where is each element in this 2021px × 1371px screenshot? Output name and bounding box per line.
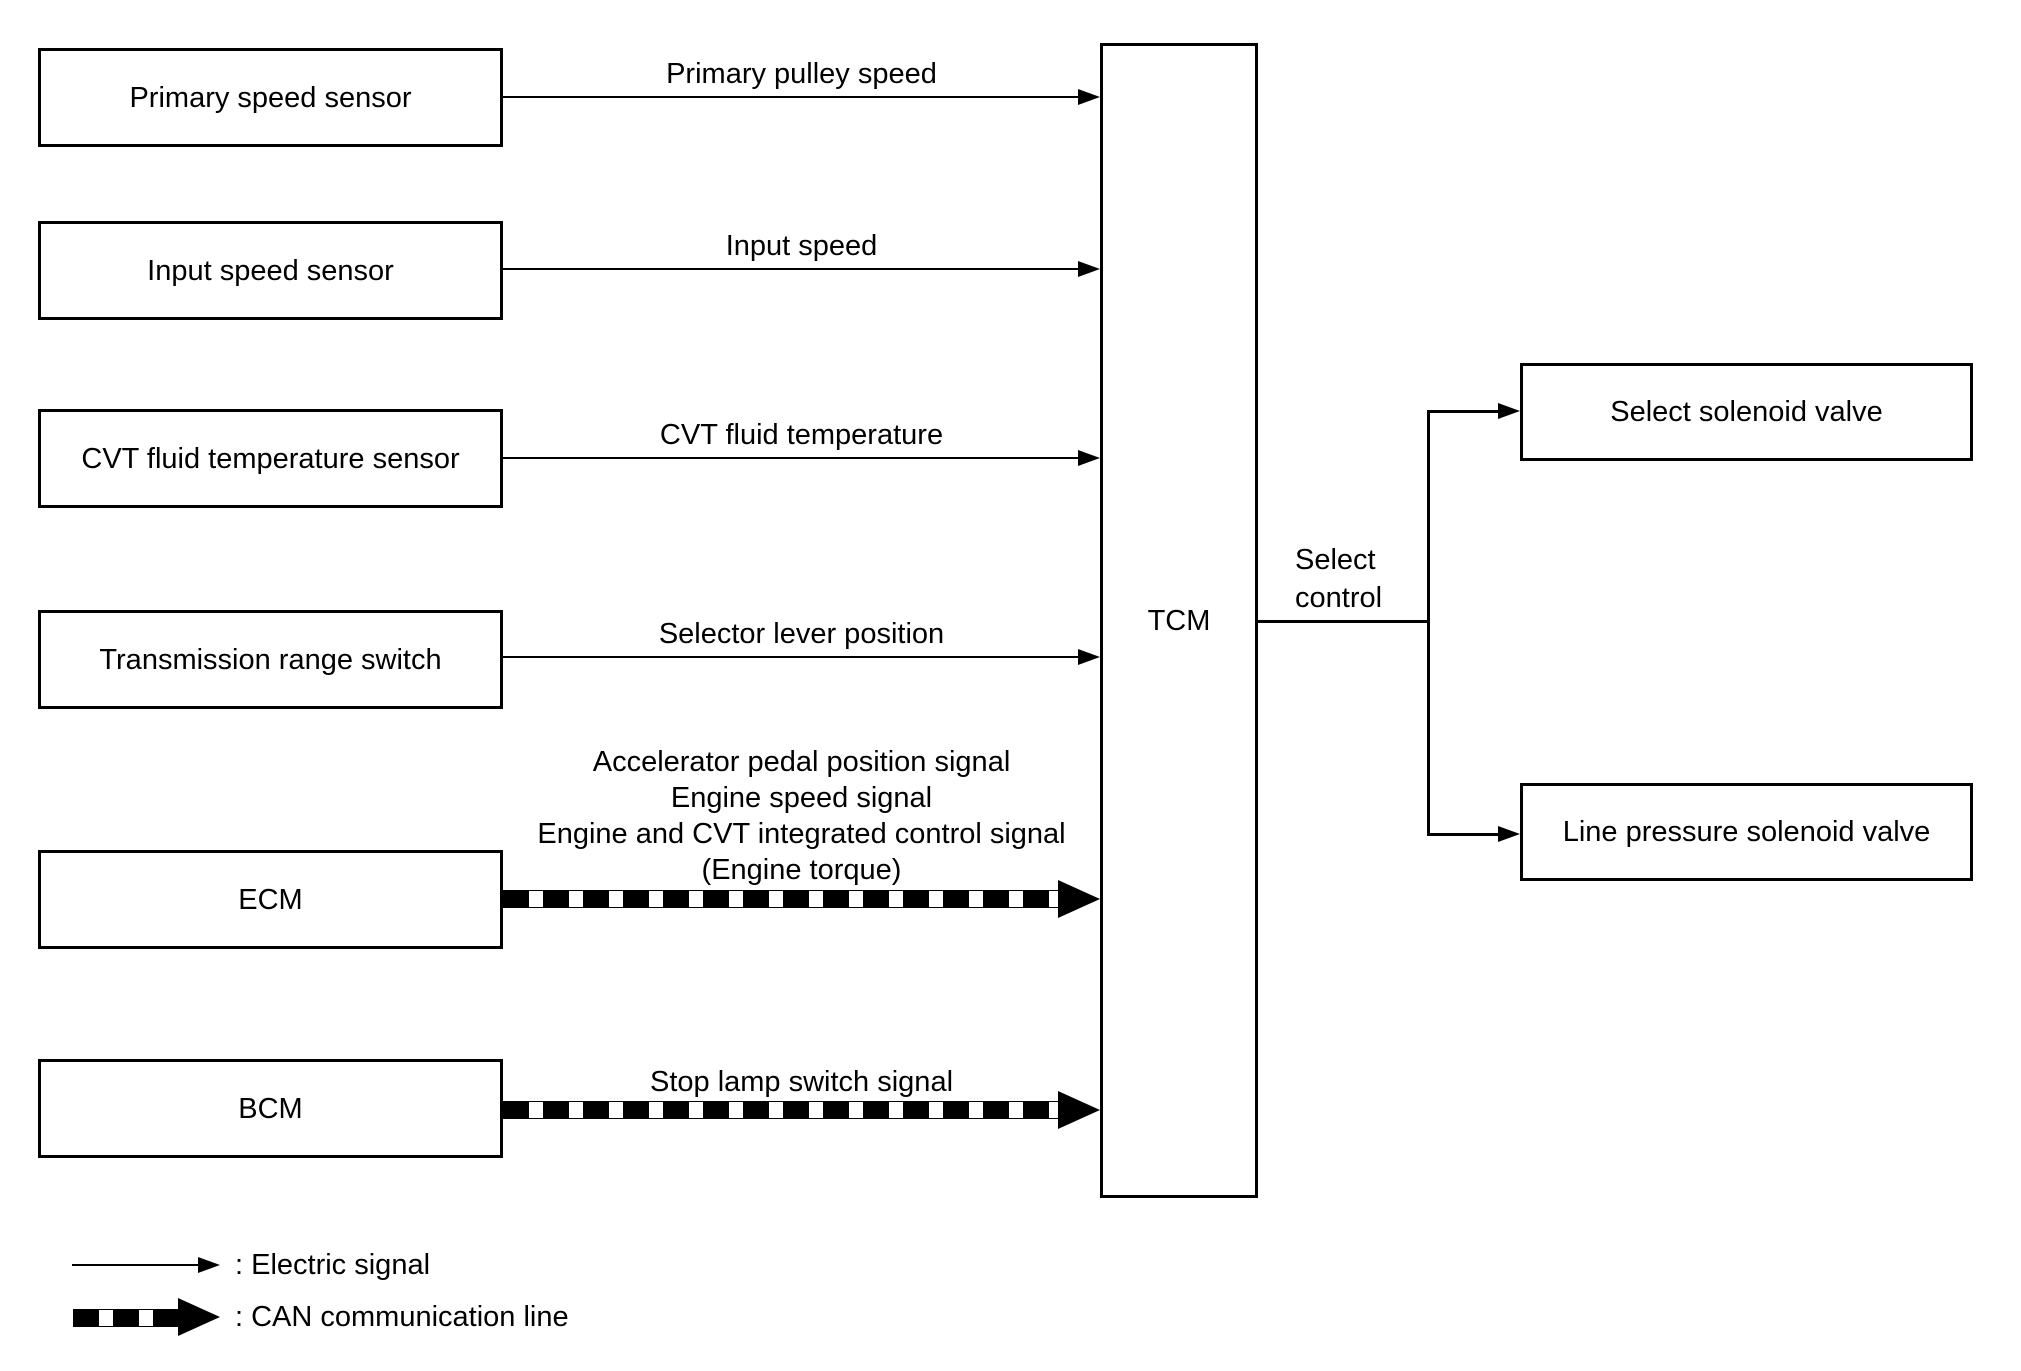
box-label: Input speed sensor	[147, 254, 394, 287]
box-label: Transmission range switch	[99, 643, 442, 676]
legend-electric-arrow-shaft	[72, 1264, 200, 1266]
can-right-arrowhead-icon	[1058, 880, 1100, 918]
box-label: ECM	[238, 883, 303, 916]
electric-arrow-shaft	[503, 96, 1080, 98]
signal-label-line: Engine and CVT integrated control signal	[537, 818, 1066, 850]
box-select-solenoid-valve: Select solenoid valve	[1520, 363, 1973, 461]
signal-label-line: (Engine torque)	[701, 854, 902, 886]
box-primary-speed-sensor: Primary speed sensor	[38, 48, 503, 147]
box-transmission-range-switch: Transmission range switch	[38, 610, 503, 709]
box-cvt-fluid-temperature-sensor: CVT fluid temperature sensor	[38, 409, 503, 508]
box-line-pressure-solenoid-valve: Line pressure solenoid valve	[1520, 783, 1973, 881]
right-arrowhead-icon	[1078, 649, 1100, 665]
electric-arrow-shaft	[503, 268, 1080, 270]
electric-arrow-shaft	[1429, 410, 1500, 413]
box-label: BCM	[238, 1092, 303, 1125]
right-arrowhead-icon	[1078, 450, 1100, 466]
signal-label-line: Accelerator pedal position signal	[592, 746, 1011, 778]
can-right-arrowhead-icon	[178, 1298, 220, 1336]
signal-label-input-speed: Input speed	[725, 230, 878, 262]
box-label: TCM	[1147, 604, 1211, 637]
box-label: Line pressure solenoid valve	[1562, 816, 1931, 848]
box-ecm: ECM	[38, 850, 503, 949]
signal-label-stop-lamp-switch: Stop lamp switch signal	[649, 1066, 954, 1098]
legend-can-line-band	[73, 1309, 180, 1327]
right-arrowhead-icon	[198, 1257, 220, 1273]
box-label: Select solenoid valve	[1610, 396, 1883, 428]
right-arrowhead-icon	[1078, 89, 1100, 105]
electric-arrow-shaft	[1429, 833, 1500, 836]
can-line-band	[503, 890, 1058, 908]
signal-label-primary-pulley-speed: Primary pulley speed	[666, 58, 937, 90]
branch-line-horizontal	[1258, 620, 1429, 623]
electric-arrow-shaft	[503, 656, 1080, 658]
box-tcm: TCM	[1100, 43, 1258, 1198]
can-line-band	[503, 1101, 1058, 1119]
box-bcm: BCM	[38, 1059, 503, 1158]
signal-label-line: Engine speed signal	[670, 782, 933, 814]
box-label: Primary speed sensor	[129, 81, 412, 114]
signal-label-ecm-can-signals: Accelerator pedal position signal Engine…	[503, 744, 1100, 888]
right-arrowhead-icon	[1498, 826, 1520, 842]
select-control-label: Select control	[1295, 544, 1383, 614]
legend-electric-label: : Electric signal	[235, 1249, 431, 1281]
box-input-speed-sensor: Input speed sensor	[38, 221, 503, 320]
right-arrowhead-icon	[1498, 403, 1520, 419]
right-arrowhead-icon	[1078, 261, 1100, 277]
signal-label-selector-lever-position: Selector lever position	[658, 618, 945, 650]
branch-line-vertical	[1427, 410, 1430, 836]
legend-can-label: : CAN communication line	[235, 1301, 569, 1333]
electric-arrow-shaft	[503, 457, 1080, 459]
signal-label-cvt-fluid-temperature: CVT fluid temperature	[659, 419, 944, 451]
can-right-arrowhead-icon	[1058, 1091, 1100, 1129]
box-label: CVT fluid temperature sensor	[81, 442, 460, 475]
